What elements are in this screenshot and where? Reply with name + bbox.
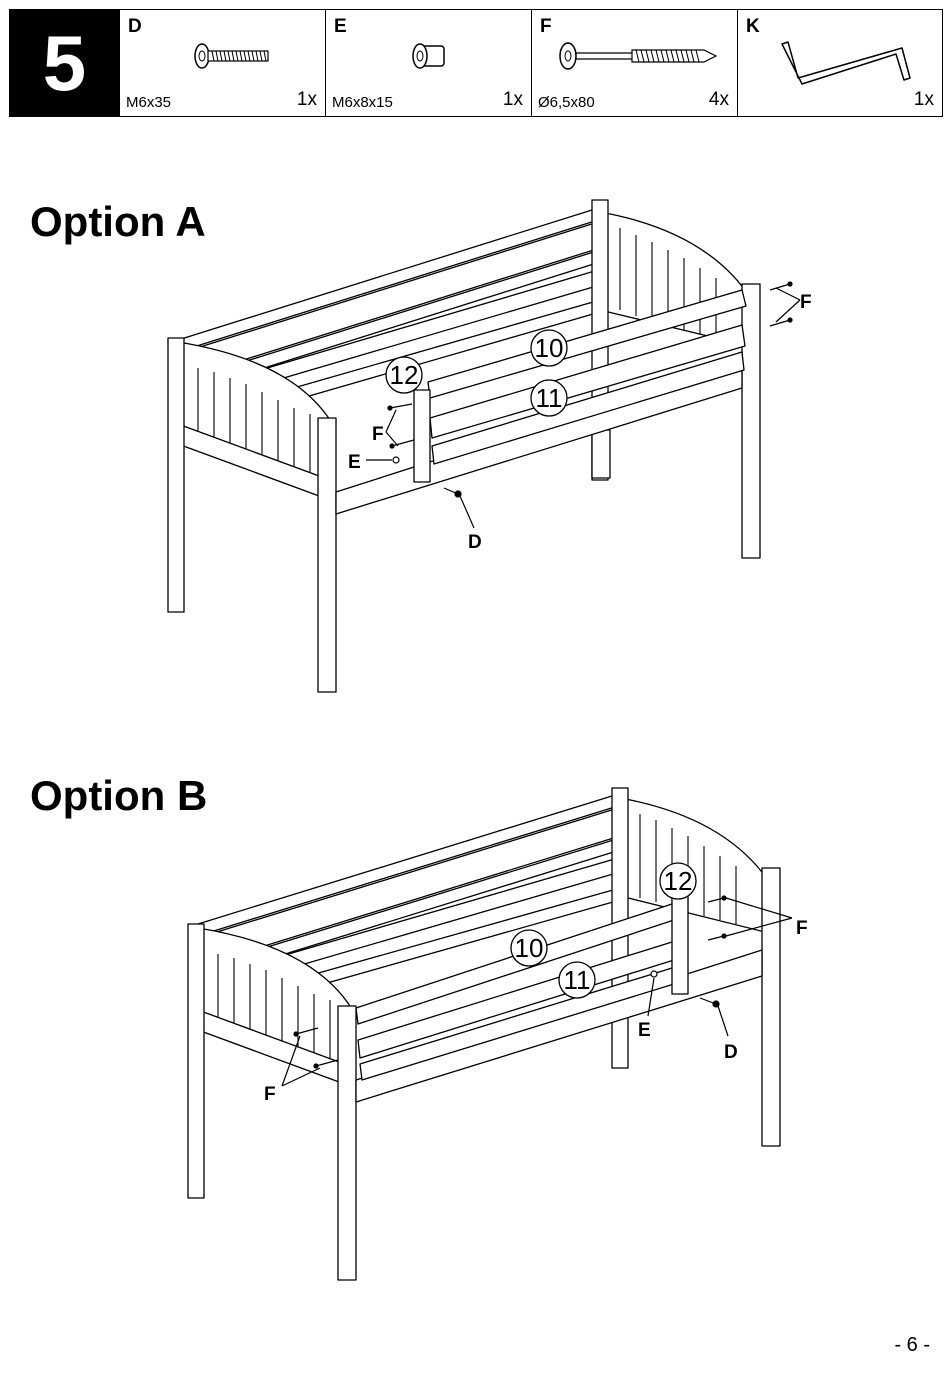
part-spec: M6x8x15 <box>332 94 393 111</box>
screw-icon <box>554 38 724 74</box>
part-cell-d: D M6x35 1x <box>119 10 325 116</box>
svg-text:12: 12 <box>664 866 693 896</box>
callout-f-right: F <box>800 292 812 313</box>
part-qty: 1x <box>297 89 317 111</box>
callout-d: D <box>468 532 482 553</box>
part-letter: K <box>746 16 760 38</box>
callout-f-left: F <box>264 1084 276 1105</box>
callout-10: 10 <box>511 930 547 966</box>
step-number: 5 <box>10 10 119 116</box>
part-letter: F <box>540 16 552 38</box>
option-b-diagram: 10 11 12 F F E D <box>180 780 820 1290</box>
parts-header: 5 D M6x35 1x E M6x8x15 1x <box>9 9 943 117</box>
callout-12: 12 <box>660 863 696 899</box>
part-spec: Ø6,5x80 <box>538 94 595 111</box>
page-number: - 6 - <box>894 1334 930 1357</box>
svg-text:10: 10 <box>515 933 544 963</box>
callout-f-left: F <box>372 424 384 445</box>
callout-11: 11 <box>559 962 595 998</box>
barrel-nut-icon <box>406 38 456 74</box>
callout-e: E <box>638 1020 651 1041</box>
callout-10: 10 <box>531 330 567 366</box>
part-qty: 1x <box>914 89 934 111</box>
option-a-diagram: 10 11 12 F F E D <box>150 190 830 710</box>
part-spec: M6x35 <box>126 94 171 111</box>
callout-e: E <box>348 452 361 473</box>
part-cell-k: K 1x <box>737 10 942 116</box>
part-letter: D <box>128 16 142 38</box>
callout-12: 12 <box>386 357 422 393</box>
part-cell-f: F Ø6,5x80 4x <box>531 10 737 116</box>
part-letter: E <box>334 16 347 38</box>
part-qty: 4x <box>709 89 729 111</box>
part-cell-e: E M6x8x15 1x <box>325 10 531 116</box>
svg-text:12: 12 <box>390 360 419 390</box>
part-qty: 1x <box>503 89 523 111</box>
allen-key-icon <box>774 32 914 92</box>
callout-11: 11 <box>531 380 567 416</box>
svg-text:11: 11 <box>536 383 563 413</box>
svg-text:11: 11 <box>564 965 591 995</box>
bolt-icon <box>188 38 278 74</box>
svg-text:10: 10 <box>535 333 564 363</box>
callout-f-right: F <box>796 918 808 939</box>
callout-d: D <box>724 1042 738 1063</box>
